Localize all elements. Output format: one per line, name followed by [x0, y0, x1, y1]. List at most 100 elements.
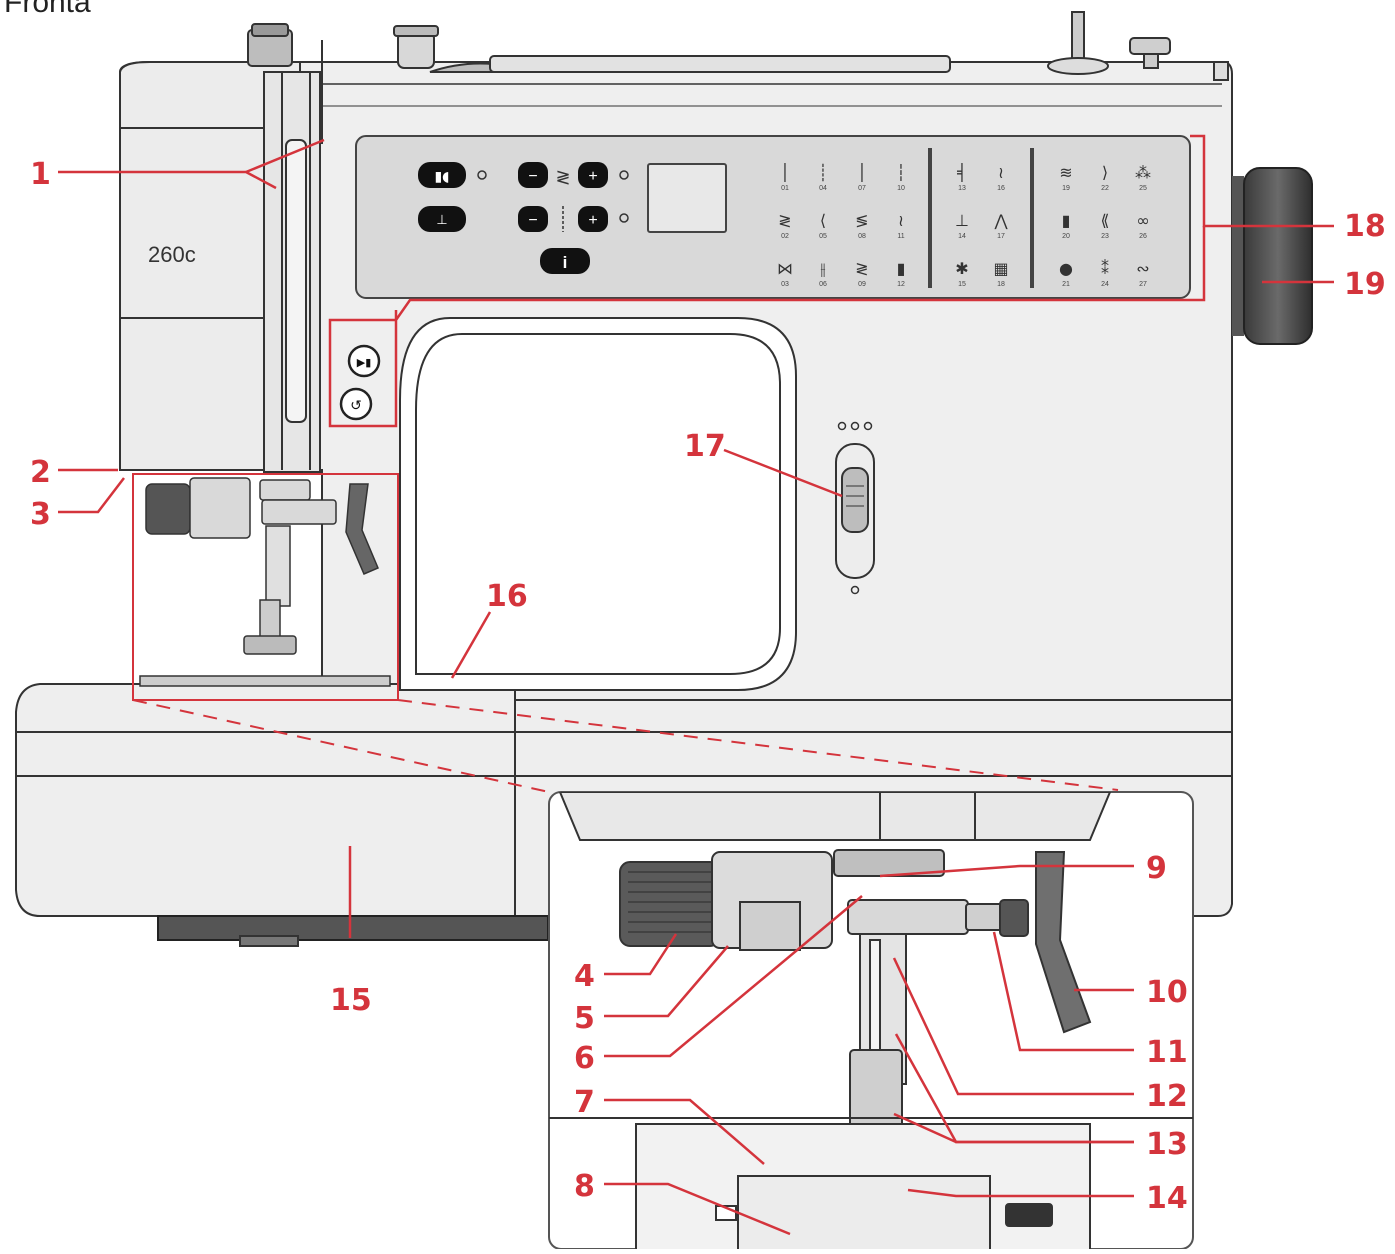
presser-foot-area	[139, 477, 391, 687]
stitch-number: 19	[1062, 185, 1070, 192]
info-button[interactable]: i	[540, 248, 590, 274]
callout-17: 17	[684, 429, 726, 464]
stitch-number: 22	[1101, 185, 1109, 192]
zoom-indicator	[132, 473, 1119, 793]
stitch-pattern-icon: ┊	[818, 163, 828, 182]
stitch-pattern-icon: ≋	[1059, 163, 1072, 182]
stitch-width-icon: ≷	[555, 167, 570, 188]
callout-13: 13	[1146, 1127, 1188, 1162]
callout-18: 18	[1344, 209, 1386, 244]
stitch-number: 06	[819, 281, 827, 288]
stitch-number: 16	[997, 185, 1005, 192]
stitch-pattern-icon: ⟨	[820, 211, 826, 230]
stitch-number: 01	[781, 185, 789, 192]
stitch-chart: │01≷02⋈03┊04⟨05⫲06│07≶08≷09┆10≀11▮12╡13⊥…	[777, 162, 1151, 288]
start-stop-icon: ▶▮	[357, 356, 372, 369]
callout-7: 7	[574, 1085, 595, 1120]
stitch-pattern-icon: ✱	[955, 259, 968, 278]
reverse-button[interactable]: ↺	[339, 387, 373, 421]
stitch-pattern-icon: ▮	[897, 259, 906, 278]
stitch-number: 12	[897, 281, 905, 288]
stitch-number: 24	[1101, 281, 1109, 288]
stitch-pattern-icon: ≀	[998, 163, 1004, 182]
stitch-pattern-icon: ⁂	[1135, 163, 1151, 182]
callout-labels: 1 2 3 4 5 6 7 8 9 10 11 12 13 14 15 16 1…	[30, 157, 1386, 1216]
stitch-pattern-icon: ╡	[956, 162, 967, 182]
stitch-number: 13	[958, 185, 966, 192]
stitch-number: 14	[958, 233, 966, 240]
handwheel[interactable]	[1232, 167, 1313, 345]
stitch-length-plus-button[interactable]: +	[578, 206, 608, 232]
stitch-pattern-icon: ≷	[855, 259, 868, 278]
stitch-number: 04	[819, 185, 827, 192]
callout-14: 14	[1146, 1181, 1188, 1216]
stitch-number: 03	[781, 281, 789, 288]
stitch-pattern-icon: ▮	[1062, 211, 1071, 230]
needle-position-button[interactable]: ▮◖	[418, 162, 466, 188]
speed-slider[interactable]	[835, 421, 875, 595]
stitch-number: 05	[819, 233, 827, 240]
stitch-length-minus-button[interactable]: −	[518, 206, 548, 232]
stitch-pattern-icon: ⊥	[955, 211, 969, 230]
callout-11: 11	[1146, 1035, 1188, 1070]
stitch-pattern-icon: ≷	[778, 211, 791, 230]
callout-4: 4	[574, 959, 595, 994]
stitch-width-minus-button[interactable]: −	[518, 162, 548, 188]
stitch-number: 27	[1139, 281, 1147, 288]
needle-down-button[interactable]: ⊥	[418, 206, 466, 232]
callout-6: 6	[574, 1041, 595, 1076]
callout-15: 15	[330, 983, 372, 1018]
stitch-number: 23	[1101, 233, 1109, 240]
stitch-number: 25	[1139, 185, 1147, 192]
stitch-pattern-icon: ⋈	[777, 259, 793, 278]
start-stop-button[interactable]: ▶▮	[347, 344, 381, 378]
stitch-pattern-icon: ≀	[898, 211, 904, 230]
callout-9: 9	[1146, 851, 1167, 886]
leader-lines	[58, 134, 1334, 1236]
stitch-number: 17	[997, 233, 1005, 240]
callout-2: 2	[30, 455, 51, 490]
needle-position-icon: ▮◖	[434, 169, 449, 185]
callout-19: 19	[1344, 267, 1386, 302]
stitch-pattern-icon: ⫲	[820, 259, 825, 278]
callout-12: 12	[1146, 1079, 1188, 1114]
sewing-window	[399, 317, 797, 691]
stitch-width-plus-button[interactable]: +	[578, 162, 608, 188]
stitch-number: 07	[858, 185, 866, 192]
detail-inset	[548, 791, 1194, 1250]
stitch-pattern-icon: │	[780, 162, 790, 182]
svg-text:+: +	[588, 168, 597, 185]
stitch-pattern-icon: ≶	[855, 211, 868, 230]
svg-text:−: −	[528, 168, 537, 185]
callout-16: 16	[486, 579, 528, 614]
callout-10: 10	[1146, 975, 1188, 1010]
stitch-number: 02	[781, 233, 789, 240]
stitch-number: 18	[997, 281, 1005, 288]
stitch-number: 11	[897, 233, 904, 240]
stitch-number: 09	[858, 281, 866, 288]
callout-8: 8	[574, 1169, 595, 1204]
callout-5: 5	[574, 1001, 595, 1036]
model-label: 260c	[148, 242, 196, 267]
stitch-number: 26	[1139, 233, 1147, 240]
stitch-number: 08	[858, 233, 866, 240]
callout-3: 3	[30, 497, 51, 532]
stitch-number: 20	[1062, 233, 1070, 240]
svg-text:+: +	[588, 212, 597, 229]
callout-1: 1	[30, 157, 51, 192]
lcd-display	[647, 163, 727, 233]
stitch-number: 15	[958, 281, 966, 288]
page-title: Fronta	[4, 0, 91, 19]
stitch-pattern-icon: ⟪	[1101, 211, 1110, 230]
needle-down-icon: ⊥	[436, 213, 447, 228]
stitch-number: 21	[1062, 281, 1070, 288]
stitch-pattern-icon: │	[857, 162, 867, 182]
svg-text:−: −	[528, 212, 537, 229]
stitch-pattern-icon: ●	[1059, 259, 1073, 278]
stitch-pattern-icon: ⟩	[1102, 163, 1108, 182]
stitch-pattern-icon: ∾	[1136, 259, 1149, 278]
reverse-icon: ↺	[350, 398, 362, 414]
stitch-pattern-icon: ∞	[1136, 211, 1149, 230]
stitch-pattern-icon: ⁑	[1101, 259, 1109, 278]
